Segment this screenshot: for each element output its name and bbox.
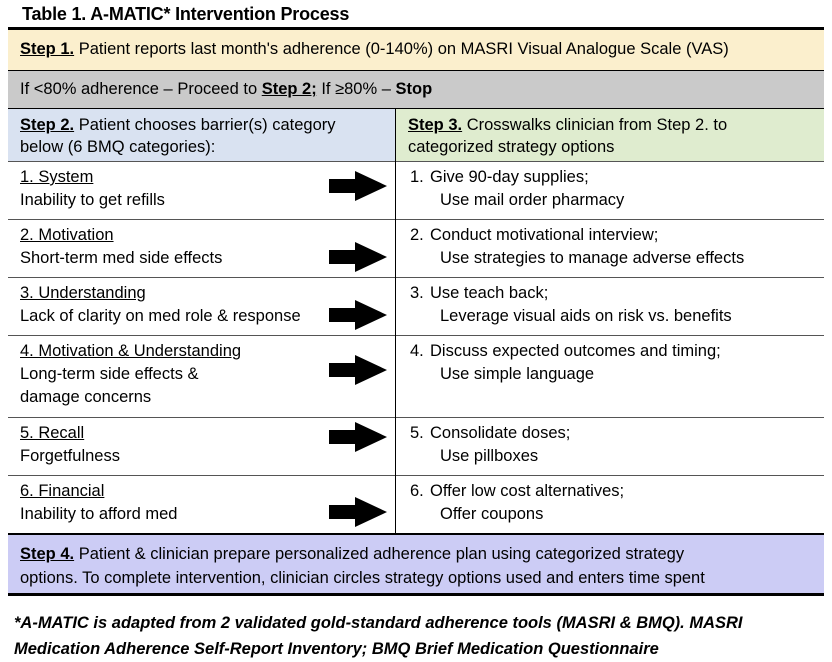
barriers-column: Step 2. Patient chooses barrier(s) categ…	[8, 109, 396, 533]
right-block-arrow-icon	[329, 495, 387, 529]
barrier-row[interactable]: 1. System Inability to get refills	[8, 161, 395, 219]
step2-label: Step 2.	[20, 116, 75, 134]
rule-middle: If ≥80% –	[316, 80, 396, 98]
step4-line2: options. To complete intervention, clini…	[20, 569, 705, 587]
strategy-line2: Offer coupons	[440, 505, 544, 523]
right-block-arrow-icon	[329, 420, 387, 454]
footnote-line2: Medication Adherence Self-Report Invento…	[14, 640, 659, 658]
step4-row: Step 4. Patient & clinician prepare pers…	[8, 533, 824, 593]
decision-rule-row: If <80% adherence – Proceed to Step 2; I…	[8, 70, 824, 108]
barrier-title: 1. System	[20, 168, 94, 186]
right-block-arrow-icon	[329, 169, 387, 203]
strategy-line2: Use pillboxes	[440, 447, 539, 465]
strategy-number: 4.	[410, 342, 424, 360]
footnote: *A-MATIC is adapted from 2 validated gol…	[14, 610, 820, 662]
strategy-number: 6.	[410, 482, 424, 500]
step4-line1: Patient & clinician prepare personalized…	[78, 545, 685, 563]
step1-text: Patient reports last month's adherence (…	[78, 40, 729, 58]
barrier-sub: Short-term med side effects	[20, 249, 223, 267]
barrier-title: 6. Financial	[20, 482, 105, 500]
strategy-row[interactable]: 6. Offer low cost alternatives; Offer cou…	[396, 475, 824, 533]
strategy-line1: Use teach back;	[430, 284, 549, 302]
barrier-title: 5. Recall	[20, 424, 85, 442]
strategy-row[interactable]: 3. Use teach back; Leverage visual aids o…	[396, 277, 824, 335]
strategy-number: 5.	[410, 424, 424, 442]
strategy-number: 3.	[410, 284, 424, 302]
barrier-sub: Long-term side effects &	[20, 365, 199, 383]
strategy-line1: Consolidate doses;	[430, 424, 571, 442]
page-title: Table 1. A-MATIC* Intervention Process	[22, 4, 350, 24]
step1-label: Step 1.	[20, 40, 75, 58]
table-figure: Table 1. A-MATIC* Intervention Process S…	[8, 4, 824, 658]
intervention-table: Step 1. Patient reports last month's adh…	[8, 27, 824, 596]
strategy-row[interactable]: 1. Give 90-day supplies; Use mail order p…	[396, 161, 824, 219]
rule-prefix: If <80% adherence – Proceed to	[20, 80, 262, 98]
barrier-row[interactable]: 3. Understanding Lack of clarity on med …	[8, 277, 395, 335]
rule-step2-link: Step 2;	[261, 80, 317, 98]
step3-label: Step 3.	[408, 116, 463, 134]
two-column-area: Step 2. Patient chooses barrier(s) categ…	[8, 108, 824, 533]
barrier-sub: Inability to afford med	[20, 505, 178, 523]
step1-row: Step 1. Patient reports last month's adh…	[8, 30, 824, 70]
barrier-title: 2. Motivation	[20, 226, 114, 244]
strategy-number: 2.	[410, 226, 424, 244]
footnote-line1: *A-MATIC is adapted from 2 validated gol…	[14, 614, 743, 632]
right-block-arrow-icon	[329, 353, 387, 387]
strategy-row[interactable]: 5. Consolidate doses; Use pillboxes	[396, 417, 824, 475]
strategy-line2: Use mail order pharmacy	[440, 191, 625, 209]
strategy-line2: Use simple language	[440, 365, 595, 383]
strategy-line2: Leverage visual aids on risk vs. benefit…	[440, 307, 732, 325]
barrier-title: 3. Understanding	[20, 284, 146, 302]
step3-header: Step 3. Crosswalks clinician from Step 2…	[396, 109, 824, 161]
barrier-row[interactable]: 5. Recall Forgetfulness	[8, 417, 395, 475]
barrier-sub: Inability to get refills	[20, 191, 165, 209]
strategy-line1: Offer low cost alternatives;	[430, 482, 625, 500]
right-block-arrow-icon	[329, 298, 387, 332]
step2-header: Step 2. Patient chooses barrier(s) categ…	[8, 109, 395, 161]
barrier-row[interactable]: 2. Motivation Short-term med side effect…	[8, 219, 395, 277]
step3-line1: Crosswalks clinician from Step 2. to	[466, 116, 728, 134]
strategy-line1: Discuss expected outcomes and timing;	[430, 342, 721, 360]
strategy-number: 1.	[410, 168, 424, 186]
barrier-title: 4. Motivation & Understanding	[20, 342, 242, 360]
step3-line2: categorized strategy options	[408, 138, 615, 156]
strategy-row[interactable]: 4.Discuss expected outcomes and timing; …	[396, 335, 824, 417]
rule-stop: Stop	[395, 80, 433, 98]
barrier-row[interactable]: 6. Financial Inability to afford med	[8, 475, 395, 533]
barrier-sub: Forgetfulness	[20, 447, 120, 465]
strategy-line2: Use strategies to manage adverse effects	[440, 249, 745, 267]
strategies-column: Step 3. Crosswalks clinician from Step 2…	[396, 109, 824, 533]
barrier-row[interactable]: 4. Motivation & Understanding Long-term …	[8, 335, 395, 417]
step4-label: Step 4.	[20, 545, 75, 563]
right-block-arrow-icon	[329, 240, 387, 274]
strategy-row[interactable]: 2. Conduct motivational interview; Use st…	[396, 219, 824, 277]
step2-line1: Patient chooses barrier(s) category	[78, 116, 336, 134]
barrier-sub: Lack of clarity on med role & response	[20, 307, 301, 325]
step2-line2: below (6 BMQ categories):	[20, 138, 216, 156]
strategy-line1: Conduct motivational interview;	[430, 226, 659, 244]
barrier-sub: damage concerns	[20, 388, 152, 406]
strategy-line1: Give 90-day supplies;	[430, 168, 589, 186]
